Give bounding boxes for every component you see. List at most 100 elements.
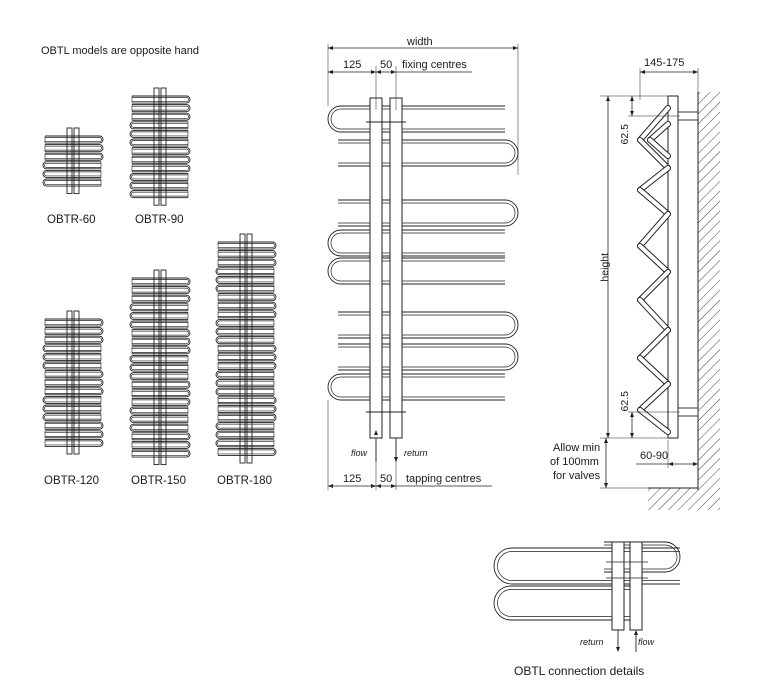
rail-loop xyxy=(218,344,277,353)
rail-loop xyxy=(218,404,277,413)
rail-loop xyxy=(338,343,519,371)
rail-loop xyxy=(132,95,191,104)
rail-loop xyxy=(218,258,277,267)
rail-loop xyxy=(132,337,191,346)
tapping-dim-125: 125 xyxy=(343,473,362,485)
rail-loop xyxy=(42,169,101,178)
rail-loop xyxy=(45,430,104,439)
rail-loop xyxy=(132,104,191,113)
thumbnail-obtr-90 xyxy=(129,87,191,206)
rail-loop xyxy=(218,413,277,422)
dimension-arrow xyxy=(371,70,376,74)
rail-section-inner xyxy=(638,138,670,170)
rail-loop xyxy=(215,439,274,448)
rail-loop xyxy=(42,361,101,370)
rail-loop xyxy=(129,415,188,424)
rail-loop xyxy=(42,161,101,170)
offset-top-label: 62.5 xyxy=(618,124,631,145)
dimension-arrow xyxy=(693,70,698,74)
valve-note-line3: for valves xyxy=(553,470,601,482)
vertical-header-pipe xyxy=(66,127,73,195)
obtl-caption: OBTL connection details xyxy=(514,664,645,678)
model-thumbnails xyxy=(42,87,277,466)
side-header-pipe xyxy=(667,95,679,439)
rail-loop xyxy=(129,423,188,432)
rail-loop xyxy=(215,422,274,431)
rail-loop xyxy=(215,318,274,327)
rail-loop xyxy=(132,286,191,295)
dimension-arrow xyxy=(604,483,608,488)
rail-loop xyxy=(132,397,191,406)
valve-note-line1: Allow min xyxy=(553,442,601,454)
rail-loop xyxy=(129,172,188,181)
rail-loop xyxy=(132,155,191,164)
return-label: return xyxy=(404,448,428,458)
rail-loop xyxy=(604,541,681,573)
return-header-pipe xyxy=(389,97,403,439)
rail-section-inner xyxy=(648,122,670,142)
rail-loop xyxy=(215,327,274,336)
rail-section-inner xyxy=(638,328,670,360)
dimension-arrow xyxy=(630,96,634,101)
opposite-hand-note: OBTL models are opposite hand xyxy=(41,45,199,57)
vertical-header-pipe xyxy=(73,127,80,195)
vertical-header-pipe xyxy=(160,87,167,206)
tapping-dim-50: 50 xyxy=(380,473,393,485)
vertical-header-pipe xyxy=(153,87,160,206)
vertical-header-pipe xyxy=(246,233,253,464)
offset-bottom-label: 62.5 xyxy=(618,391,631,412)
dimension-arrow xyxy=(630,111,634,116)
dimension-arrow xyxy=(693,462,698,466)
rail-loop xyxy=(132,389,191,398)
rail-section-inner xyxy=(638,382,670,412)
rail-loop xyxy=(215,336,274,345)
rail-loop xyxy=(132,449,191,458)
return-arrow xyxy=(394,457,398,462)
model-label-obtr-90: OBTR-90 xyxy=(135,214,184,226)
rail-loop xyxy=(327,105,505,133)
rail-loop xyxy=(132,164,191,173)
rail-loop xyxy=(132,112,191,121)
rail-loop xyxy=(129,190,188,199)
rail-loop xyxy=(132,277,191,286)
rail-loop xyxy=(129,372,188,381)
dimension-arrow xyxy=(668,462,673,466)
rail-loop xyxy=(215,370,274,379)
rail-loop xyxy=(129,138,188,147)
rail-loop xyxy=(42,404,101,413)
rail-loop xyxy=(129,311,188,320)
rail-loop xyxy=(218,361,277,370)
flow-label: flow xyxy=(351,448,368,458)
wall-bracket-bottom xyxy=(677,407,699,417)
rail-loop xyxy=(132,380,191,389)
obtl-return-arrow xyxy=(616,647,620,652)
rail-loop xyxy=(45,327,104,336)
dimension-arrow xyxy=(630,433,634,438)
rail-loop xyxy=(132,329,191,338)
wall-hatching xyxy=(698,92,720,488)
rail-loop xyxy=(45,370,104,379)
flow-arrow xyxy=(374,430,378,435)
dimension-arrow xyxy=(328,484,333,488)
dimension-arrow xyxy=(391,484,396,488)
fixing-centres-label: fixing centres xyxy=(402,59,467,71)
model-label-obtr-150: OBTR-150 xyxy=(131,475,186,487)
rail-section-inner xyxy=(638,166,670,192)
width-label: width xyxy=(407,36,433,48)
rail-loop xyxy=(218,250,277,259)
rail-section-inner xyxy=(638,244,670,274)
flow-header-pipe xyxy=(369,97,383,439)
rail-section-inner xyxy=(638,212,670,248)
rail-loop xyxy=(493,585,640,621)
valve-note-line2: of 100mm xyxy=(550,456,599,468)
side-elevation-drawing xyxy=(600,68,720,510)
rail-loop xyxy=(218,447,277,456)
rail-loop xyxy=(215,379,274,388)
rail-loop xyxy=(45,152,104,161)
rail-loop xyxy=(218,353,277,362)
rail-loop xyxy=(132,346,191,355)
rail-section-inner xyxy=(638,408,670,434)
obtl-return-label: return xyxy=(580,637,604,647)
dimension-arrow xyxy=(606,433,610,438)
